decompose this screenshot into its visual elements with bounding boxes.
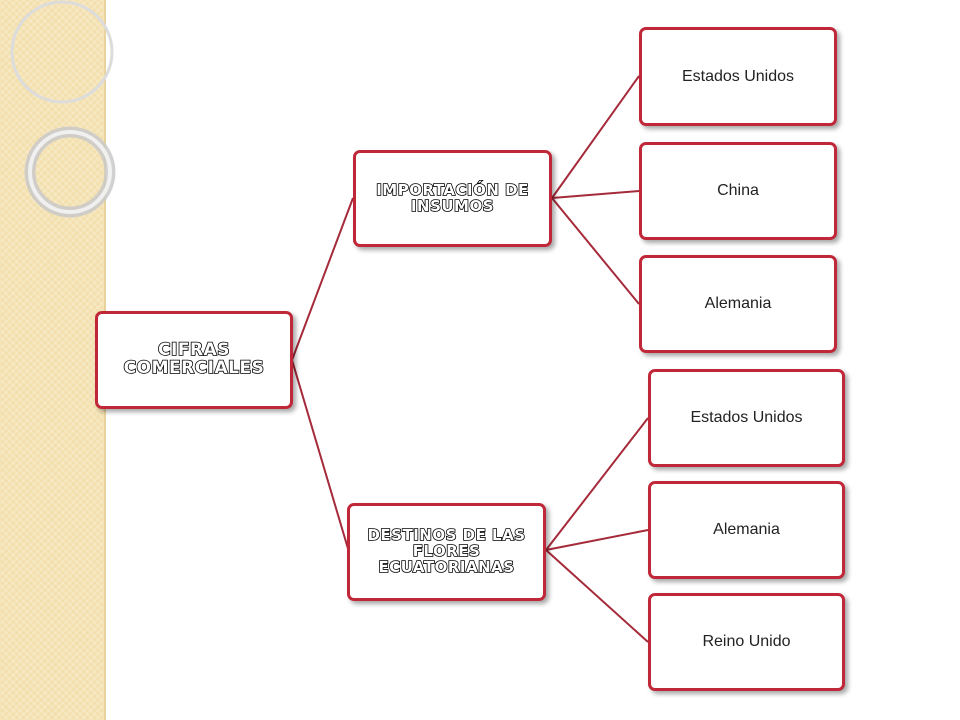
- leaf-label: Estados Unidos: [681, 67, 795, 85]
- connector-destinos-to-estados-unidos: [545, 417, 649, 551]
- leaf-label: China: [717, 182, 759, 199]
- connector-destinos-to-reino-unido: [545, 549, 649, 643]
- leaf-label: Alemania: [704, 295, 772, 312]
- decorative-rings: [10, 0, 116, 218]
- leaf-node-destinos-reino-unido: Reino Unido: [648, 593, 845, 691]
- connector-importacion-to-china: [551, 190, 640, 199]
- connector-root-to-destinos: [291, 359, 350, 553]
- root-node: CIFRAS COMERCIALES: [95, 311, 293, 409]
- leaf-node-importacion-alemania: Alemania: [639, 255, 837, 353]
- decorative-ring-thick-highlight: [28, 130, 112, 214]
- connector-destinos-to-alemania: [545, 529, 649, 551]
- leaf-node-importacion-estados-unidos: Estados Unidos: [639, 27, 837, 126]
- connector-importacion-to-estados-unidos: [551, 75, 640, 199]
- leaf-node-destinos-alemania: Alemania: [648, 481, 845, 579]
- branch-node-importacion: IMPORTACIÓN DE INSUMOS: [353, 150, 552, 247]
- leaf-node-importacion-china: China: [639, 142, 837, 240]
- leaf-node-destinos-estados-unidos: Estados Unidos: [648, 369, 845, 467]
- leaf-label: Reino Unido: [702, 633, 791, 650]
- branch-node-importacion-label: IMPORTACIÓN DE INSUMOS: [375, 180, 529, 215]
- connector-root-to-importacion: [291, 197, 354, 361]
- branch-node-destinos-label: DESTINOS DE LAS FLORES ECUATORIANAS: [367, 526, 526, 576]
- decorative-ring-large: [10, 0, 114, 104]
- root-node-label: CIFRAS COMERCIALES: [123, 340, 265, 378]
- leaf-label: Estados Unidos: [690, 409, 803, 426]
- branch-node-destinos: DESTINOS DE LAS FLORES ECUATORIANAS: [347, 503, 546, 601]
- connector-importacion-to-alemania: [551, 197, 640, 305]
- leaf-label: Alemania: [713, 521, 780, 538]
- decorative-side-strip: [0, 0, 106, 720]
